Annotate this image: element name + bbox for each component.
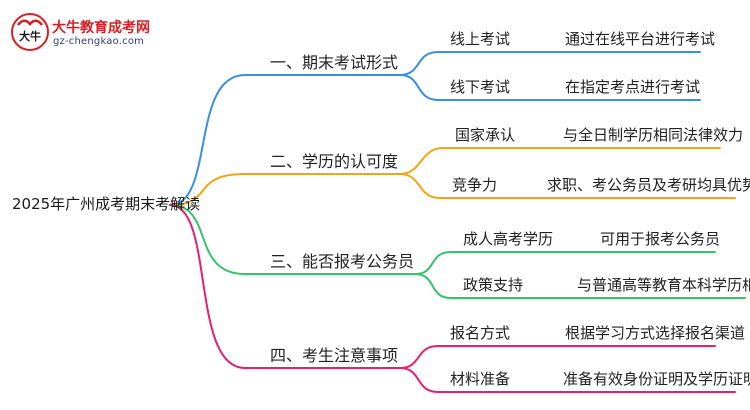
leaf-node-4-1: 报名方式 xyxy=(450,324,511,342)
leaf-node-2-2: 竞争力 xyxy=(452,176,498,194)
leaf-description-4-2: 准备有效身份证明及学历证明 xyxy=(563,370,750,388)
leaf-node-1-1: 线上考试 xyxy=(450,30,511,48)
logo-url: gz-chengkao.com xyxy=(53,36,145,47)
leaf-description-1-2: 在指定考点进行考试 xyxy=(565,78,701,96)
leaf-description-3-2: 与普通高等教育本科学历相同 xyxy=(577,276,750,294)
edge-branch-1-leaf-1 xyxy=(399,51,439,76)
leaf-node-2-1: 国家承认 xyxy=(455,126,516,144)
leaf-description-2-1: 与全日制学历相同法律效力 xyxy=(563,126,744,144)
edge-root-to-branch-4 xyxy=(169,204,246,369)
edge-root-to-branch-3 xyxy=(169,204,246,275)
edge-branch-3-leaf-1 xyxy=(414,251,452,275)
branch-node-4: 四、考生注意事项 xyxy=(270,346,399,365)
leaf-description-4-1: 根据学习方式选择报名渠道 xyxy=(565,324,746,342)
edge-branch-2-leaf-2 xyxy=(399,173,441,199)
leaf-description-2-2: 求职、考公务员及考研均具优势 xyxy=(547,176,750,194)
logo-badge-text: 大牛 xyxy=(19,29,41,43)
mindmap-edges xyxy=(169,51,746,393)
leaf-node-3-1: 成人高考学历 xyxy=(463,230,554,248)
logo-brand-name: 大牛教育成考网 xyxy=(52,20,150,36)
leaf-description-1-1: 通过在线平台进行考试 xyxy=(565,30,716,48)
edge-branch-3-leaf-2 xyxy=(414,273,452,299)
bull-logo-icon: 大牛 xyxy=(11,13,49,51)
edge-root-to-branch-1 xyxy=(169,74,246,206)
leaf-description-3-1: 可用于报考公务员 xyxy=(600,230,721,248)
branch-node-3: 三、能否报考公务员 xyxy=(270,252,415,271)
edge-branch-2-leaf-1 xyxy=(399,147,444,175)
leaf-node-1-2: 线下考试 xyxy=(450,78,511,96)
branch-node-2: 二、学历的认可度 xyxy=(270,152,399,171)
edge-branch-1-leaf-2 xyxy=(399,74,439,101)
leaf-node-4-2: 材料准备 xyxy=(450,370,511,388)
edge-branch-4-leaf-2 xyxy=(399,367,439,393)
edge-branch-4-leaf-1 xyxy=(399,345,439,369)
edge-root-to-branch-2 xyxy=(169,173,246,206)
branch-node-1: 一、期末考试形式 xyxy=(270,53,399,72)
site-logo: 大牛 大牛教育成考网 gz-chengkao.com xyxy=(10,12,180,52)
root-node: 2025年广州成考期末考解读 xyxy=(12,195,201,213)
leaf-node-3-2: 政策支持 xyxy=(463,276,524,294)
